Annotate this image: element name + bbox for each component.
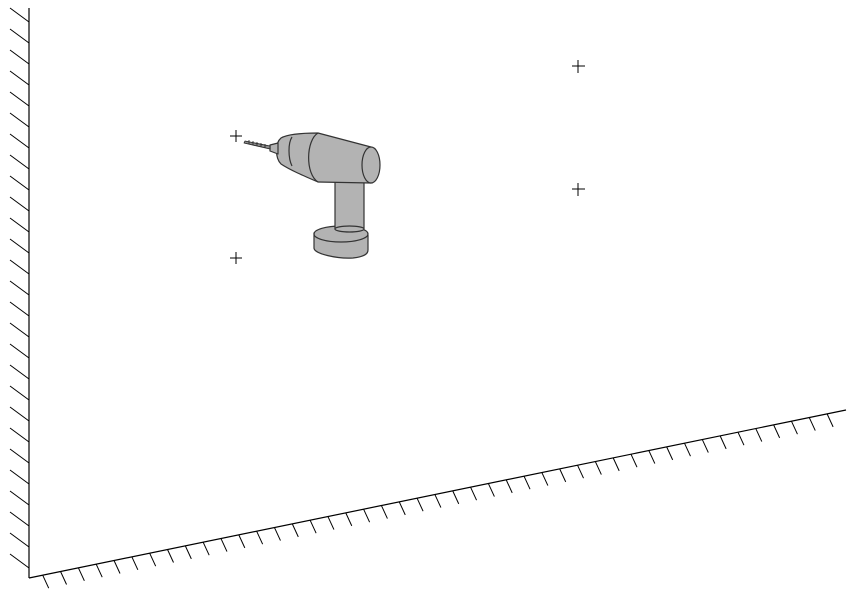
drill-chuck (269, 142, 279, 155)
wall-hatch (9, 175, 30, 191)
floor-hatch (773, 424, 781, 439)
wall-hatch (9, 448, 30, 464)
floor-hatch (523, 475, 531, 490)
floor-hatch (541, 472, 549, 486)
floor-hatch (149, 552, 157, 567)
wall-hatch (9, 553, 30, 569)
floor-hatch (416, 497, 424, 512)
reference-markers (230, 60, 585, 264)
wall-hatch (9, 532, 30, 548)
wall-hatch (9, 259, 30, 275)
wall-hatch (9, 112, 30, 128)
floor-hatch (487, 483, 495, 497)
floor-hatch (434, 494, 442, 508)
wall-hatch (9, 154, 30, 170)
floor-surface (28, 409, 847, 589)
marker-top-right (572, 60, 585, 73)
floor-hatch (808, 417, 816, 431)
marker-bottom-right (572, 183, 585, 196)
floor-hatch (398, 501, 406, 516)
floor-hatch (594, 461, 602, 475)
floor-hatch (701, 439, 709, 453)
wall-hatch (9, 364, 30, 380)
floor-line (28, 409, 847, 579)
wall-hatch (9, 385, 30, 401)
drill-bit (243, 140, 271, 150)
wall-hatch (9, 511, 30, 527)
wall-hatch (9, 469, 30, 485)
floor-hatch (60, 571, 67, 585)
floor-hatch (630, 454, 638, 468)
floor-hatch (755, 428, 763, 442)
wall-hatch (9, 301, 30, 317)
floor-hatch (95, 563, 103, 578)
wall-hatch (9, 280, 30, 296)
wall-hatch (9, 70, 30, 86)
floor-hatch (345, 512, 353, 527)
wall-hatch (9, 7, 30, 23)
floor-hatch (826, 413, 834, 428)
floor-hatch (380, 505, 388, 519)
floor-hatch (790, 421, 798, 435)
floor-hatch (684, 443, 691, 457)
floor-hatch (363, 508, 371, 523)
floor-hatch (184, 545, 192, 560)
wall-hatch (9, 217, 30, 233)
floor-hatch (737, 432, 745, 446)
wall-hatch (9, 49, 30, 65)
wall-hatch (9, 490, 30, 506)
floor-hatch (202, 541, 210, 556)
drill-body (275, 132, 381, 184)
floor-hatch (274, 527, 281, 541)
wall-hatch (9, 91, 30, 107)
marker-top-left (230, 130, 242, 142)
wall-hatch (9, 406, 30, 422)
wall-hatch (9, 196, 30, 212)
wall-surface (9, 7, 30, 578)
wall-hatch (9, 133, 30, 149)
floor-hatch (309, 519, 317, 534)
floor-hatch (452, 490, 460, 505)
floor-hatch (42, 574, 50, 589)
floor-hatch (648, 450, 656, 464)
floor-hatch (666, 446, 674, 461)
floor-hatch (470, 486, 478, 501)
floor-hatch (238, 534, 246, 549)
floor-hatch (167, 549, 174, 563)
floor-hatch (612, 457, 620, 472)
marker-bottom-left (230, 252, 242, 264)
wall-hatch (9, 322, 30, 338)
floor-hatch (291, 523, 299, 538)
floor-hatch (505, 479, 513, 494)
drill-handle (334, 175, 365, 233)
floor-hatch (559, 468, 567, 483)
wall-hatch (9, 28, 30, 44)
floor-hatch (719, 435, 727, 450)
floor-hatch (113, 560, 121, 574)
floor-hatch (131, 556, 139, 571)
floor-hatch (256, 530, 264, 545)
floor-hatch (220, 538, 228, 552)
wall-hatch (9, 238, 30, 254)
wall-hatch (9, 343, 30, 359)
drill-icon (243, 132, 381, 259)
wall-hatch (9, 427, 30, 443)
floor-hatch (577, 464, 584, 479)
floor-hatch (77, 567, 85, 582)
floor-hatch (327, 516, 335, 530)
